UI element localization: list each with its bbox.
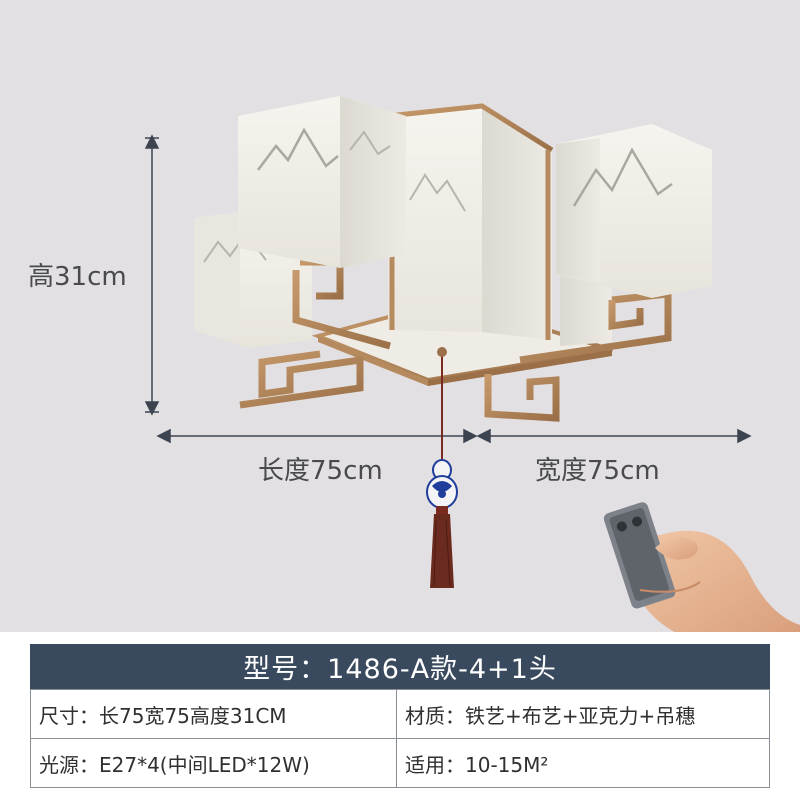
spec-table: 尺寸：长75宽75高度31CM 材质：铁艺+布艺+亚克力+吊穗 光源：E27*4… <box>30 689 770 788</box>
length-dimension-label: 长度75cm <box>258 456 383 486</box>
spec-panel: 型号：1486-A款-4+1头 尺寸：长75宽75高度31CM 材质：铁艺+布艺… <box>30 644 770 790</box>
spec-row: 尺寸：长75宽75高度31CM 材质：铁艺+布艺+亚克力+吊穗 <box>30 689 770 739</box>
front-left-lamp-shade <box>238 96 406 268</box>
front-right-lamp-shade <box>556 124 712 298</box>
height-dimension-label: 高31cm <box>28 262 127 292</box>
spec-size: 尺寸：长75宽75高度31CM <box>30 689 397 739</box>
dimension-lines <box>144 134 752 444</box>
chandelier-illustration <box>144 96 800 632</box>
remote-control-in-hand <box>603 502 800 632</box>
tassel-pendant <box>426 347 458 588</box>
right-fret-bracket <box>484 290 672 422</box>
model-title: 型号：1486-A款-4+1头 <box>30 644 770 689</box>
spec-row: 光源：E27*4(中间LED*12W) 适用：10-15M² <box>30 738 770 788</box>
spec-light-source: 光源：E27*4(中间LED*12W) <box>30 738 397 788</box>
spec-material: 材质：铁艺+布艺+亚克力+吊穗 <box>396 689 770 739</box>
spec-area: 适用：10-15M² <box>396 738 770 788</box>
width-dimension-label: 宽度75cm <box>535 456 660 486</box>
product-photo: 高31cm 长度75cm 宽度75cm <box>0 0 800 632</box>
center-lamp-shade <box>387 103 554 340</box>
